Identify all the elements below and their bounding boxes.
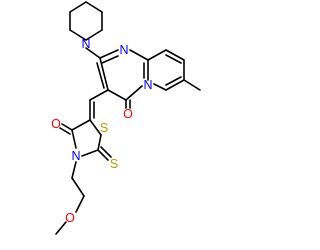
atom-label-s-ring: S (100, 121, 108, 135)
bond-lines (55, 1, 201, 235)
atom-label-o-carbonyl-pyrimidinone: O (123, 107, 133, 121)
atom-labels: N N N O O N S S O (51, 37, 152, 225)
atom-label-n-bridgehead: N (143, 78, 152, 92)
atom-label-o-carbonyl-thiazolidinone: O (51, 117, 61, 131)
atom-label-s-thione: S (110, 157, 118, 171)
molecule-structure: N N N O O N S S O (51, 1, 201, 235)
atom-label-n-piperidine: N (81, 37, 90, 51)
atom-label-n-pyrimidine: N (119, 43, 128, 57)
atom-label-n-thiazolidinone: N (71, 149, 80, 163)
atom-label-o-ether: O (65, 211, 75, 225)
